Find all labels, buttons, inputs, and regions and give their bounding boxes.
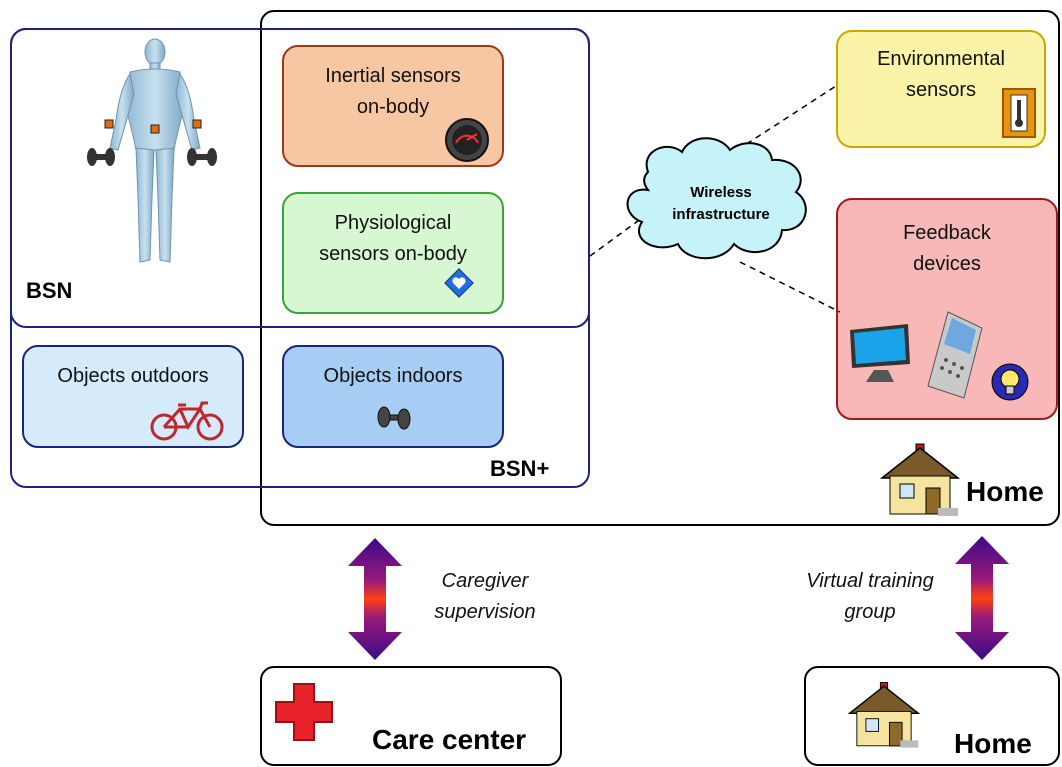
link-cloud-feedback [739,261,841,313]
environmental-sensors-card: Environmental sensors [836,30,1046,148]
feedback-devices-card: Feedback devices [836,198,1058,420]
link-bsn-cloud [589,217,643,257]
heart-sensor-icon [444,268,474,298]
monitor-icon [850,324,910,382]
mobile-phone-icon [927,311,983,399]
thermometer-icon [1002,88,1036,138]
objects-outdoors-card: Objects outdoors [22,345,244,448]
objects-indoors-label: Objects indoors [323,365,463,387]
human-figure-icon [87,38,217,263]
bsn-label: BSN [26,278,73,303]
physiological-sensors-label: Physiological sensors on-body [319,212,467,265]
care-center-label: Care center [372,724,527,755]
remote-home-label: Home [954,728,1032,759]
dumbbell-icon [377,406,411,430]
objects-outdoors-label: Objects outdoors [57,365,209,387]
bicycle-icon [150,401,224,441]
feedback-devices-label: Feedback devices [903,222,991,275]
environmental-sensors-label: Environmental sensors [877,48,1005,101]
physiological-sensors-card: Physiological sensors on-body [282,192,504,314]
lightbulb-icon [991,363,1029,401]
bsn-frame [10,28,590,328]
wireless-cloud [626,137,807,260]
remote-home-box: Home [804,666,1060,766]
arrow-virtual-group [955,536,1009,660]
house-icon [879,443,961,516]
inertial-sensors-card: Inertial sensors on-body [282,45,504,167]
inertial-sensors-label: Inertial sensors on-body [325,65,461,118]
caregiver-supervision-label: Caregiver supervision [434,570,536,623]
virtual-training-group-label: Virtual training group [806,570,934,623]
home-label: Home [966,476,1044,507]
objects-indoors-card: Objects indoors [282,345,504,448]
home-environment-frame [260,10,1060,526]
bsn-plus-label: BSN+ [490,456,550,481]
red-cross-icon [275,683,333,741]
speedometer-icon [445,118,489,162]
house-icon [847,682,921,748]
care-center-box: Care center [260,666,562,766]
wireless-infrastructure-label: Wireless infrastructure [672,184,770,223]
arrow-caregiver [348,538,402,660]
